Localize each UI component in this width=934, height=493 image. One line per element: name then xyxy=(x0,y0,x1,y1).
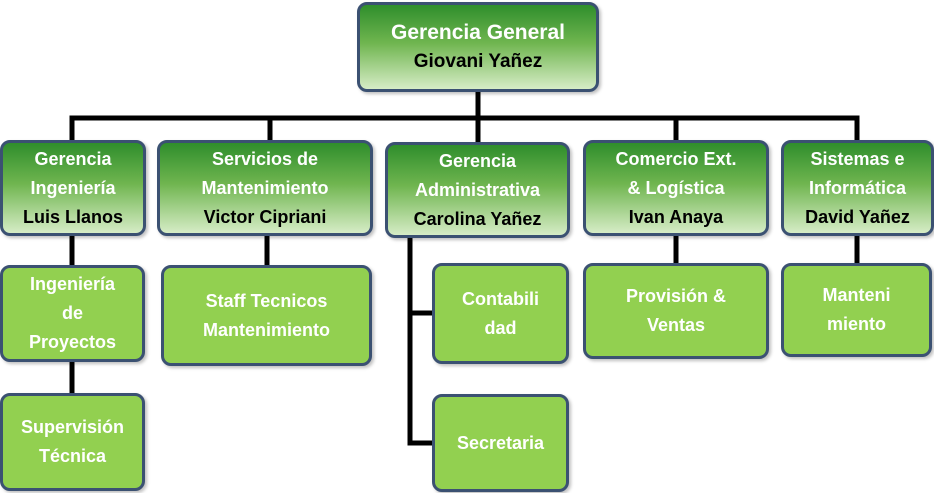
unit-label-line: Mantenimiento xyxy=(202,319,330,340)
unit-label-line: Proyectos xyxy=(28,332,117,352)
unit-mantenimiento: Manteni miento xyxy=(781,263,932,357)
dept-title-line: Comercio Ext. xyxy=(615,148,737,169)
dept-title-line: Informática xyxy=(808,177,907,198)
unit-label-line: de xyxy=(61,303,83,323)
root-title: Gerencia General xyxy=(391,21,565,44)
dept-manager-name: Ivan Anaya xyxy=(628,206,724,227)
unit-secretaria: Secretaria xyxy=(432,394,569,492)
dept-title-line: Servicios de xyxy=(211,148,319,169)
unit-label-line: Staff Tecnicos xyxy=(205,290,328,311)
unit-label-line: Ingeniería xyxy=(29,274,116,294)
dept-manager-name: David Yañez xyxy=(805,206,910,227)
unit-ingenieria-proyectos: Ingeniería de Proyectos xyxy=(0,265,145,362)
dept-manager-name: Carolina Yañez xyxy=(413,208,542,229)
dept-manager-name: Luis Llanos xyxy=(22,206,123,227)
root-name: Giovani Yañez xyxy=(413,51,543,72)
unit-label-line: Manteni xyxy=(822,285,891,305)
unit-label-line: Técnica xyxy=(38,446,107,466)
unit-label-line: Supervisión xyxy=(20,417,125,437)
dept-box-administrativa: Gerencia Administrativa Carolina Yañez xyxy=(385,142,570,238)
dept-title-line: Ingeniería xyxy=(30,177,116,198)
unit-label-line: miento xyxy=(826,314,886,334)
unit-label-line: dad xyxy=(484,317,517,338)
unit-provision-ventas: Provisión & Ventas xyxy=(583,263,769,359)
root-box: Gerencia General Giovani Yañez xyxy=(357,2,599,92)
unit-label-line: Ventas xyxy=(646,315,706,335)
unit-label-line: Secretaria xyxy=(456,432,545,453)
dept-box-servicios: Servicios de Mantenimiento Victor Cipria… xyxy=(157,140,373,236)
unit-supervision-tecnica: Supervisión Técnica xyxy=(0,393,145,491)
unit-label-line: Provisión & xyxy=(625,286,727,306)
unit-staff-tecnicos: Staff Tecnicos Mantenimiento xyxy=(161,265,372,366)
dept-title-line: & Logística xyxy=(627,177,725,198)
dept-title-line: Mantenimiento xyxy=(201,177,329,198)
dept-box-sistemas: Sistemas e Informática David Yañez xyxy=(781,140,934,236)
dept-title-line: Administrativa xyxy=(414,179,541,200)
dept-title-line: Gerencia xyxy=(34,148,112,169)
dept-manager-name: Victor Cipriani xyxy=(203,206,327,227)
dept-box-comercio: Comercio Ext. & Logística Ivan Anaya xyxy=(583,140,769,236)
unit-label-line: Contabili xyxy=(462,288,539,309)
unit-contabilidad: Contabili dad xyxy=(432,263,569,364)
dept-title-line: Sistemas e xyxy=(810,148,905,169)
dept-title-line: Gerencia xyxy=(438,150,517,171)
dept-box-ingenieria: Gerencia Ingeniería Luis Llanos xyxy=(0,140,146,236)
